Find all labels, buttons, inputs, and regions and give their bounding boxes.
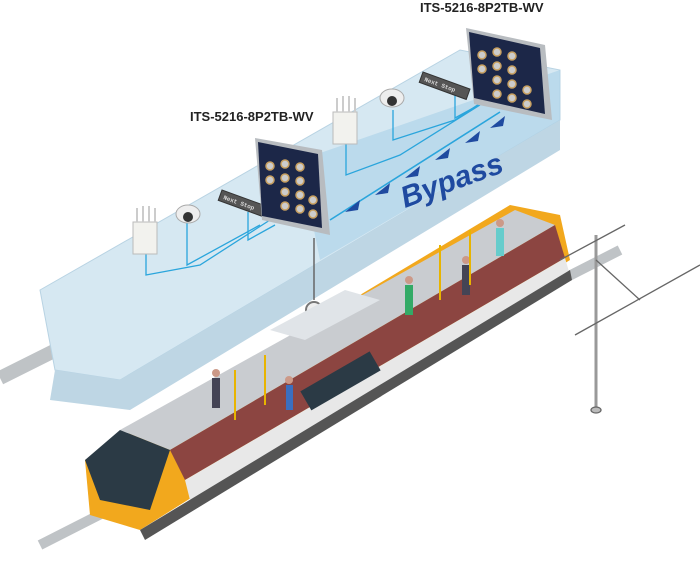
tram-icon bbox=[85, 205, 572, 540]
catenary-pole-icon bbox=[559, 224, 700, 414]
switch-left-label: ITS-5216-8P2TB-WV bbox=[190, 109, 314, 124]
industrial-switch-icon bbox=[255, 138, 330, 235]
wireless-ap-icon bbox=[332, 96, 358, 145]
dome-camera-icon bbox=[175, 204, 201, 224]
industrial-switch-icon bbox=[466, 28, 552, 120]
dome-camera-icon bbox=[379, 88, 405, 108]
switch-right-label: ITS-5216-8P2TB-WV bbox=[420, 0, 544, 15]
wireless-ap-icon bbox=[132, 206, 158, 255]
bypass-arrows bbox=[345, 116, 505, 212]
passenger-icon bbox=[212, 219, 504, 410]
network-lines bbox=[145, 92, 501, 276]
